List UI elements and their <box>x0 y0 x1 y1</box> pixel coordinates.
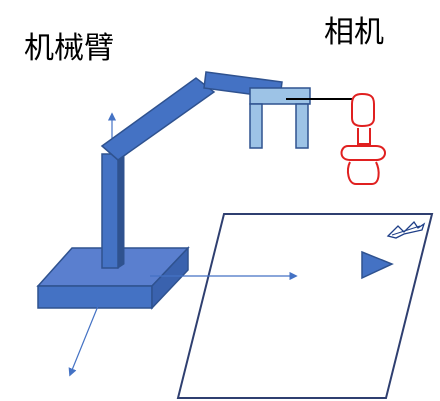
zigzag-line-icon <box>391 225 421 236</box>
camera-mount-left-leg <box>249 103 263 149</box>
robot-base-side <box>151 246 189 310</box>
robot-base-front <box>37 285 153 309</box>
camera-sketch-body <box>340 145 386 161</box>
camera-mount-right-leg <box>295 103 309 149</box>
camera-label: 相机 <box>324 15 384 50</box>
camera-sketch-base <box>347 161 380 185</box>
base-axis-arrow-down-left <box>68 305 99 377</box>
camera-mount-top <box>249 87 311 105</box>
robot-arm-column <box>101 153 119 269</box>
camera-sketch-head <box>351 92 375 128</box>
work-plane-sheet <box>176 213 434 399</box>
target-triangle-icon <box>361 250 394 280</box>
robot-arm-lower-link <box>100 77 216 161</box>
camera-sketch-neck <box>357 128 371 145</box>
robot-arm-column-side <box>117 149 125 269</box>
robot-arm-label: 机械臂 <box>24 31 114 66</box>
